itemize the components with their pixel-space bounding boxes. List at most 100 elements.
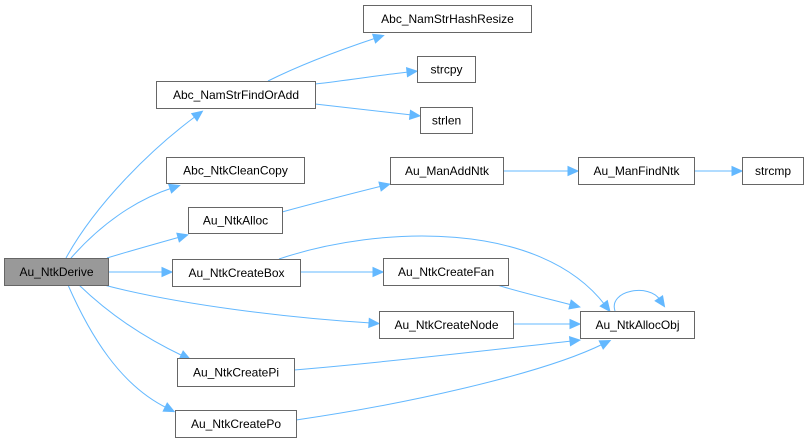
- arrowhead-icon: [167, 183, 181, 194]
- arrowhead-icon: [378, 181, 391, 192]
- arrowhead-icon: [569, 318, 582, 330]
- edge-Au_NtkCreateBox-to-Au_NtkAllocObj: [278, 235, 611, 313]
- edge-Au_NtkAllocObj-to-Au_NtkAllocObj: [613, 289, 666, 312]
- node-label: Abc_NamStrHashResize: [381, 12, 514, 26]
- edge-Au_ManFindNtk-to-strcmp: [694, 165, 744, 177]
- node-label: Au_NtkDerive: [19, 265, 93, 279]
- node-box[interactable]: [390, 157, 504, 185]
- node-Au_ManAddNtk[interactable]: Au_ManAddNtk: [390, 157, 504, 185]
- node-Abc_NamStrFindOrAdd[interactable]: Abc_NamStrFindOrAdd: [156, 81, 316, 109]
- node-Au_NtkDerive[interactable]: Au_NtkDerive: [4, 258, 109, 286]
- arrowhead-icon: [161, 266, 174, 278]
- edge-Au_NtkCreatePi-to-Au_NtkAllocObj: [293, 336, 582, 371]
- node-strcmp[interactable]: strcmp: [742, 157, 804, 185]
- arrowhead-icon: [408, 109, 422, 120]
- node-Au_ManFindNtk[interactable]: Au_ManFindNtk: [578, 157, 695, 185]
- edge-Au_NtkDerive-to-Au_NtkCreateNode: [103, 284, 381, 329]
- arrowhead-icon: [368, 317, 381, 329]
- node-Abc_NtkCleanCopy[interactable]: Abc_NtkCleanCopy: [166, 157, 305, 184]
- node-label: Au_NtkCreatePo: [191, 417, 281, 431]
- node-Au_NtkCreateFan[interactable]: Au_NtkCreateFan: [383, 258, 509, 286]
- edge-line: [496, 284, 573, 306]
- arrowhead-icon: [567, 165, 580, 177]
- node-box[interactable]: [188, 207, 283, 234]
- node-Au_NtkCreateNode[interactable]: Au_NtkCreateNode: [379, 311, 514, 339]
- node-label: strcmp: [755, 164, 791, 178]
- node-label: Au_NtkCreateFan: [398, 265, 494, 279]
- arrowhead-icon: [654, 294, 666, 308]
- edge-Au_ManAddNtk-to-Au_ManFindNtk: [503, 165, 580, 177]
- node-box[interactable]: [177, 358, 295, 387]
- edge-Abc_NamStrFindOrAdd-to-strcpy: [314, 67, 419, 85]
- edges-layer: [65, 33, 744, 421]
- node-box[interactable]: [4, 258, 109, 286]
- node-label: Au_NtkCreatePi: [193, 366, 279, 380]
- arrowhead-icon: [568, 336, 582, 347]
- edge-line: [314, 71, 410, 85]
- edge-line: [70, 187, 173, 259]
- edge-Au_NtkCreateFan-to-Au_NtkAllocObj: [496, 284, 581, 310]
- node-Abc_NamStrHashResize[interactable]: Abc_NamStrHashResize: [363, 5, 532, 33]
- edge-line: [103, 284, 372, 324]
- arrowhead-icon: [405, 67, 419, 78]
- node-Au_NtkCreatePi[interactable]: Au_NtkCreatePi: [177, 358, 295, 387]
- arrowhead-icon: [176, 232, 189, 243]
- node-box[interactable]: [156, 81, 316, 109]
- node-box[interactable]: [580, 311, 695, 339]
- node-Au_NtkCreateBox[interactable]: Au_NtkCreateBox: [172, 259, 301, 287]
- node-strcpy[interactable]: strcpy: [417, 56, 476, 83]
- edge-Au_NtkDerive-to-Au_NtkAlloc: [106, 232, 189, 259]
- node-label: Au_NtkCreateBox: [188, 266, 284, 280]
- arrowhead-icon: [372, 266, 385, 278]
- arrowhead-icon: [162, 402, 176, 413]
- node-box[interactable]: [166, 157, 305, 184]
- edge-line: [278, 235, 606, 306]
- edge-Abc_NamStrFindOrAdd-to-Abc_NamStrHashResize: [267, 33, 385, 82]
- nodes-layer: Au_NtkDerive Abc_NamStrFindOrAdd Abc_NamSt…: [4, 5, 804, 438]
- edge-Au_NtkDerive-to-Au_NtkCreatePo: [67, 284, 176, 413]
- arrowhead-icon: [731, 165, 744, 177]
- arrowhead-icon: [599, 299, 611, 313]
- arrowhead-icon: [190, 110, 204, 122]
- edge-line: [295, 343, 604, 421]
- node-label: Au_ManAddNtk: [405, 164, 490, 178]
- arrowhead-icon: [371, 33, 385, 44]
- node-box[interactable]: [742, 157, 804, 185]
- edge-Au_NtkCreateBox-to-Au_NtkCreateFan: [300, 266, 385, 278]
- node-label: strlen: [432, 114, 461, 128]
- edge-line: [613, 289, 661, 312]
- node-box[interactable]: [172, 259, 301, 287]
- edge-Au_NtkAlloc-to-Au_ManAddNtk: [281, 181, 391, 213]
- node-label: Au_ManFindNtk: [593, 164, 680, 178]
- edge-Au_NtkCreatePo-to-Au_NtkAllocObj: [295, 339, 612, 421]
- node-Au_NtkAlloc[interactable]: Au_NtkAlloc: [188, 207, 283, 234]
- node-label: Au_NtkAllocObj: [595, 318, 679, 332]
- node-box[interactable]: [420, 107, 473, 134]
- edge-line: [78, 284, 184, 357]
- node-box[interactable]: [417, 56, 476, 83]
- node-box[interactable]: [383, 258, 509, 286]
- node-Au_NtkAllocObj[interactable]: Au_NtkAllocObj: [580, 311, 695, 339]
- node-box[interactable]: [578, 157, 695, 185]
- edge-line: [65, 115, 197, 259]
- node-box[interactable]: [175, 410, 297, 438]
- edge-Au_NtkDerive-to-Au_NtkCreatePi: [78, 284, 192, 360]
- node-label: Abc_NamStrFindOrAdd: [173, 88, 299, 102]
- node-label: Au_NtkCreateNode: [394, 318, 498, 332]
- edge-line: [106, 236, 181, 259]
- edge-line: [293, 340, 573, 371]
- arrowhead-icon: [598, 339, 612, 350]
- arrowhead-icon: [568, 299, 581, 310]
- node-label: Abc_NtkCleanCopy: [183, 164, 288, 178]
- edge-Abc_NamStrFindOrAdd-to-strlen: [314, 103, 422, 120]
- edge-line: [281, 185, 383, 213]
- node-box[interactable]: [363, 5, 532, 33]
- node-strlen[interactable]: strlen: [420, 107, 473, 134]
- node-Au_NtkCreatePo[interactable]: Au_NtkCreatePo: [175, 410, 297, 438]
- node-box[interactable]: [379, 311, 514, 339]
- node-label: strcpy: [430, 63, 462, 77]
- edge-line: [267, 37, 377, 82]
- edge-Au_NtkCreateNode-to-Au_NtkAllocObj: [513, 318, 582, 330]
- edge-Au_NtkDerive-to-Au_NtkCreateBox: [108, 266, 174, 278]
